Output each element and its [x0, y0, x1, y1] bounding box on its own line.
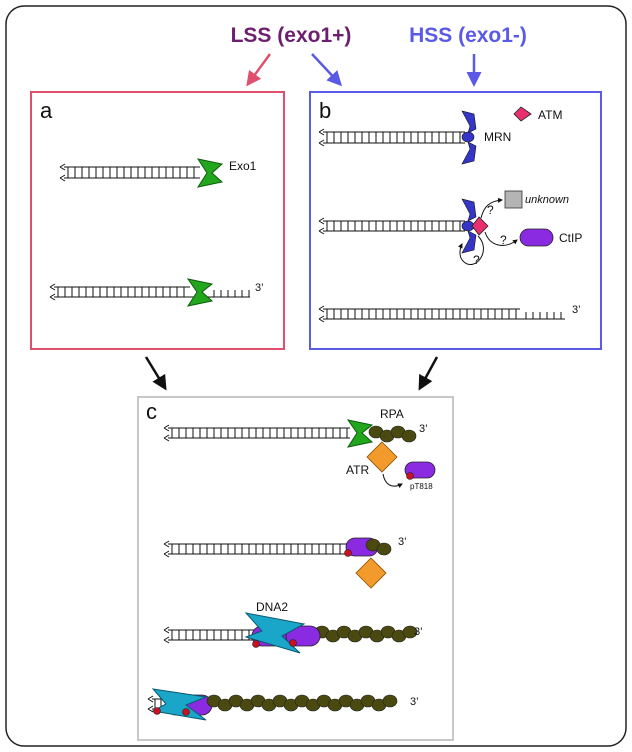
atm-to-ctip-arrow	[484, 231, 518, 246]
atm-label: ATM	[538, 108, 562, 122]
atm-protein-bound	[471, 216, 489, 236]
atr-label: ATR	[346, 463, 369, 477]
rpa-label: RPA	[380, 407, 404, 421]
dsdna-a1	[59, 163, 200, 182]
panel-b-border	[309, 91, 602, 350]
dna2-protein-c4	[151, 688, 208, 721]
dsdna-c1	[163, 424, 350, 442]
mrn-complex-b2	[461, 198, 477, 254]
outer-frame	[5, 5, 627, 747]
panel-a-border	[30, 91, 285, 350]
pt818-label: pT818	[410, 482, 433, 491]
dsdna-c3	[163, 626, 255, 644]
arrow-b-to-c	[418, 356, 439, 391]
three-prime-c4: 3’	[410, 696, 419, 708]
hss-label: HSS (exo1-)	[409, 24, 527, 47]
rpa-chain-c1	[368, 425, 417, 443]
question-mark-unknown: ?	[487, 203, 494, 217]
three-prime-c1: 3’	[419, 423, 428, 435]
dsdna-b2	[318, 217, 465, 235]
dsdna-a2	[49, 283, 250, 301]
atm-to-mrn-arrow	[457, 235, 484, 265]
dsdna-b3	[318, 305, 565, 323]
question-mark-ctip: ?	[500, 233, 507, 247]
lss-arrow-to-a	[246, 53, 272, 87]
atr-protein-c1	[366, 441, 398, 473]
panel-b: b ATM MRN unknown ?	[309, 91, 602, 350]
unknown-protein	[504, 190, 523, 209]
three-prime-c2: 3’	[398, 536, 407, 548]
phospho-site-c1	[406, 472, 414, 480]
panel-c-border	[137, 396, 454, 741]
panel-a-letter: a	[40, 98, 53, 123]
phospho-site-c4b	[182, 708, 190, 716]
unknown-label: unknown	[525, 194, 569, 206]
three-prime-a: 3’	[255, 282, 264, 294]
panel-b-letter: b	[319, 98, 331, 123]
rpa-chain-c2	[365, 538, 392, 556]
rpa-protein	[402, 625, 418, 639]
rpa-protein	[376, 542, 392, 556]
exo1-protein-a1	[196, 158, 224, 188]
rpa-protein	[382, 694, 398, 708]
question-mark-mrn: ?	[473, 253, 480, 267]
phospho-site-c4a	[153, 707, 161, 715]
dna2-protein-c3	[244, 612, 306, 654]
three-prime-c3: 3’	[414, 626, 423, 638]
phospho-site-c3a	[252, 640, 260, 648]
phospho-site-c2	[344, 549, 352, 557]
lss-label: LSS (exo1+)	[231, 24, 352, 47]
panel-c-letter: c	[146, 399, 157, 424]
arrow-a-to-c	[144, 356, 167, 391]
exo1-protein-a2	[186, 278, 214, 307]
exo1-label: Exo1	[229, 159, 257, 173]
three-prime-b: 3’	[572, 304, 581, 316]
mrn-complex-b1	[461, 110, 477, 165]
exo1-protein-c1	[346, 419, 374, 448]
atm-protein-free	[513, 106, 532, 122]
dna2-label: DNA2	[256, 600, 288, 614]
dsdna-b1	[318, 128, 465, 147]
panel-a: a Exo1 3’	[30, 91, 285, 350]
atr-to-ctip-arrow	[382, 473, 403, 489]
atr-protein-c2	[355, 557, 387, 589]
rpa-chain-c3	[314, 625, 418, 643]
rpa-chain-c4	[206, 694, 398, 712]
ctip-protein	[519, 228, 554, 247]
lss-arrow-to-b	[311, 53, 343, 87]
mrn-label: MRN	[484, 130, 511, 144]
ctip-label: CtIP	[559, 231, 582, 245]
rpa-protein	[401, 429, 417, 443]
phospho-site-c3b	[289, 639, 297, 647]
panel-c: c 3’ RPA ATR pT818 3’	[137, 396, 454, 741]
atm-to-unknown-arrow	[480, 197, 503, 219]
